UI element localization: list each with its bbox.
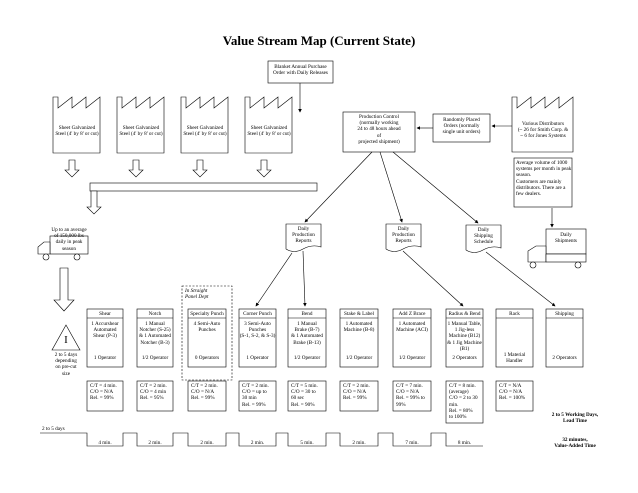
customer-label: Various Distributors (~ 26 for Smith Cor…	[517, 121, 569, 140]
production-control-label: Production Control (normally working 24 …	[357, 114, 401, 145]
receiving-truck	[37, 235, 89, 261]
process-boxes	[86, 308, 584, 368]
supplier-factory-2	[116, 96, 165, 154]
map-title: Value Stream Map (Current State)	[222, 33, 416, 48]
process-data: C/T = 8 min. (average) C/O = 2 to 30 min…	[449, 383, 478, 421]
daily-shipments-label: Daily Shipments	[555, 232, 577, 245]
process-data: C/T = 5 min. C/O = 30 to 60 sec Rel. = 9…	[291, 383, 318, 408]
material-collector-bar	[89, 182, 318, 192]
process-name: Shear	[99, 311, 111, 317]
process-operators: 1/2 Operator	[398, 355, 426, 361]
receiving-arrow	[86, 190, 102, 215]
process-machines: 1 Automated Machine (B-8)	[343, 321, 375, 334]
process-data: C/T = 7 min. C/O = N/A Rel. = 99% to 99%	[396, 383, 425, 408]
process-name: Corner Punch	[243, 311, 272, 317]
customer-note-box	[513, 157, 573, 208]
timeline	[40, 432, 483, 447]
process-name: Rack	[509, 311, 520, 317]
process-name: Radius & Bend	[448, 311, 481, 317]
receiving-note: Up to an average of 150,000 lbs daily in…	[51, 227, 87, 252]
supplier-label: Sheet Galvanized Steel (4' by 8' or cut)	[119, 125, 163, 138]
process-operators: 1 Operator	[93, 355, 117, 361]
timeline-va: 7 min.	[405, 440, 419, 446]
timeline-va: 2 min.	[200, 440, 214, 446]
shipping-truck	[527, 228, 587, 269]
process-name: Stake & Label	[344, 311, 374, 317]
process-name: Bend	[301, 311, 313, 317]
supplier-factory-4	[244, 96, 293, 154]
receiving-down-arrow	[53, 267, 75, 312]
timeline-va: 2 min.	[148, 440, 162, 446]
data-boxes	[86, 380, 534, 424]
process-operators: 1/2 Operator	[141, 355, 169, 361]
order-label: Blanket Annual Purchase Order with Daily…	[273, 64, 328, 77]
process-operators: 1 Operator	[246, 355, 269, 361]
process-data: C/T = 4 min. C/O = N/A Rel. = 99%	[90, 383, 117, 402]
process-data: C/T = N/A C/O = N/A Rel. = 100%	[499, 383, 526, 402]
process-machines: 1 Automated Machine (ACI)	[396, 321, 428, 334]
supplier-label: Sheet Galvanized Steel (4' by 8' or cut)	[55, 125, 99, 138]
process-machines: 1 Accurshear Automated Shear (P-3)	[91, 321, 119, 340]
timeline-va: 5 min.	[300, 440, 314, 446]
process-operators: 2 Operators	[552, 355, 577, 361]
daily-reports-1-box	[285, 223, 322, 252]
process-data: C/T = 2 min. C/O = N/A Rel. = 99%	[191, 383, 218, 402]
lead-time-total: 2 to 5 Working Days, Lead Time	[551, 412, 599, 425]
process-machines: 1 Manual Notcher (S-25) & 1 Automated No…	[139, 321, 171, 346]
daily-reports-2-label: Daily Production Reports	[392, 226, 415, 245]
process-operators: 2 Operators	[452, 355, 477, 361]
timeline-va: 2 min.	[352, 440, 366, 446]
timeline-va: 2 min.	[250, 440, 265, 446]
supplier-label: Sheet Galvanized Steel (4' by 8' or cut)	[247, 125, 291, 138]
process-name: Add Z Brace	[398, 311, 426, 317]
supplier-factory-1	[52, 96, 101, 154]
timeline-lead-first: 2 to 5 days	[42, 426, 65, 432]
straight-panel-label: In Straight Panel Dept	[185, 288, 209, 301]
randomly-placed-box	[432, 113, 491, 143]
customer-factory	[511, 96, 574, 153]
customer-note: Average volume of 1000 systems per month…	[516, 160, 572, 198]
process-data: C/T = 2 min. C/O = up to 30 min Rel. = 9…	[242, 383, 269, 408]
process-machines: 4 Semi-Auto Punches	[193, 321, 221, 334]
process-operators: 1/2 Operator	[345, 355, 373, 361]
process-name: Notch	[148, 311, 162, 317]
process-data: C/T = 2 min. C/O = N/A Rel. = 99%	[343, 383, 370, 402]
timeline-va: 8 min.	[457, 440, 472, 446]
inventory-letter: I	[64, 334, 68, 346]
straight-panel-dept-box	[181, 285, 233, 381]
order-box	[267, 60, 334, 84]
process-machines: 1 Manual Table, 1 Jig-less Machine (B12)…	[447, 321, 482, 352]
timeline-va: 4 min.	[98, 440, 112, 446]
shipping-schedule-box	[465, 224, 502, 253]
supplier-label: Sheet Galvanized Steel (4' by 8' or cut)	[183, 125, 227, 138]
process-name: Specialty Punch	[190, 311, 224, 317]
inventory-note: 2 to 5 days depending on pre-cut size	[54, 352, 78, 377]
process-operators: 1/2 Operator	[293, 355, 321, 361]
value-added-total: 32 minutes, Value-Added Time	[554, 437, 596, 450]
process-machines: 1 Manual Brake (B-7) & 1 Automated Brake…	[291, 321, 323, 346]
daily-reports-1-label: Daily Production Reports	[292, 226, 315, 245]
production-control-box	[342, 111, 416, 153]
supplier-push-arrows	[64, 159, 272, 178]
process-operators: 0 Operators	[194, 355, 220, 361]
process-machines: 3 Semi-Auto Punches (S-1, S-2, & S-3)	[239, 321, 276, 340]
process-data: C/T = 2 min. C/O = 4 min Rel. = 95%	[140, 383, 167, 402]
daily-reports-2-box	[385, 223, 422, 252]
process-name: Shipping	[555, 311, 574, 317]
process-operators: 1 Material Handler	[503, 352, 526, 365]
supplier-factory-3	[180, 96, 229, 154]
shipping-schedule-label: Daily Shipping Schedule	[473, 227, 493, 246]
randomly-placed-label: Randomly Placed Orders (normally single …	[442, 117, 481, 136]
inventory-triangle	[51, 324, 81, 351]
